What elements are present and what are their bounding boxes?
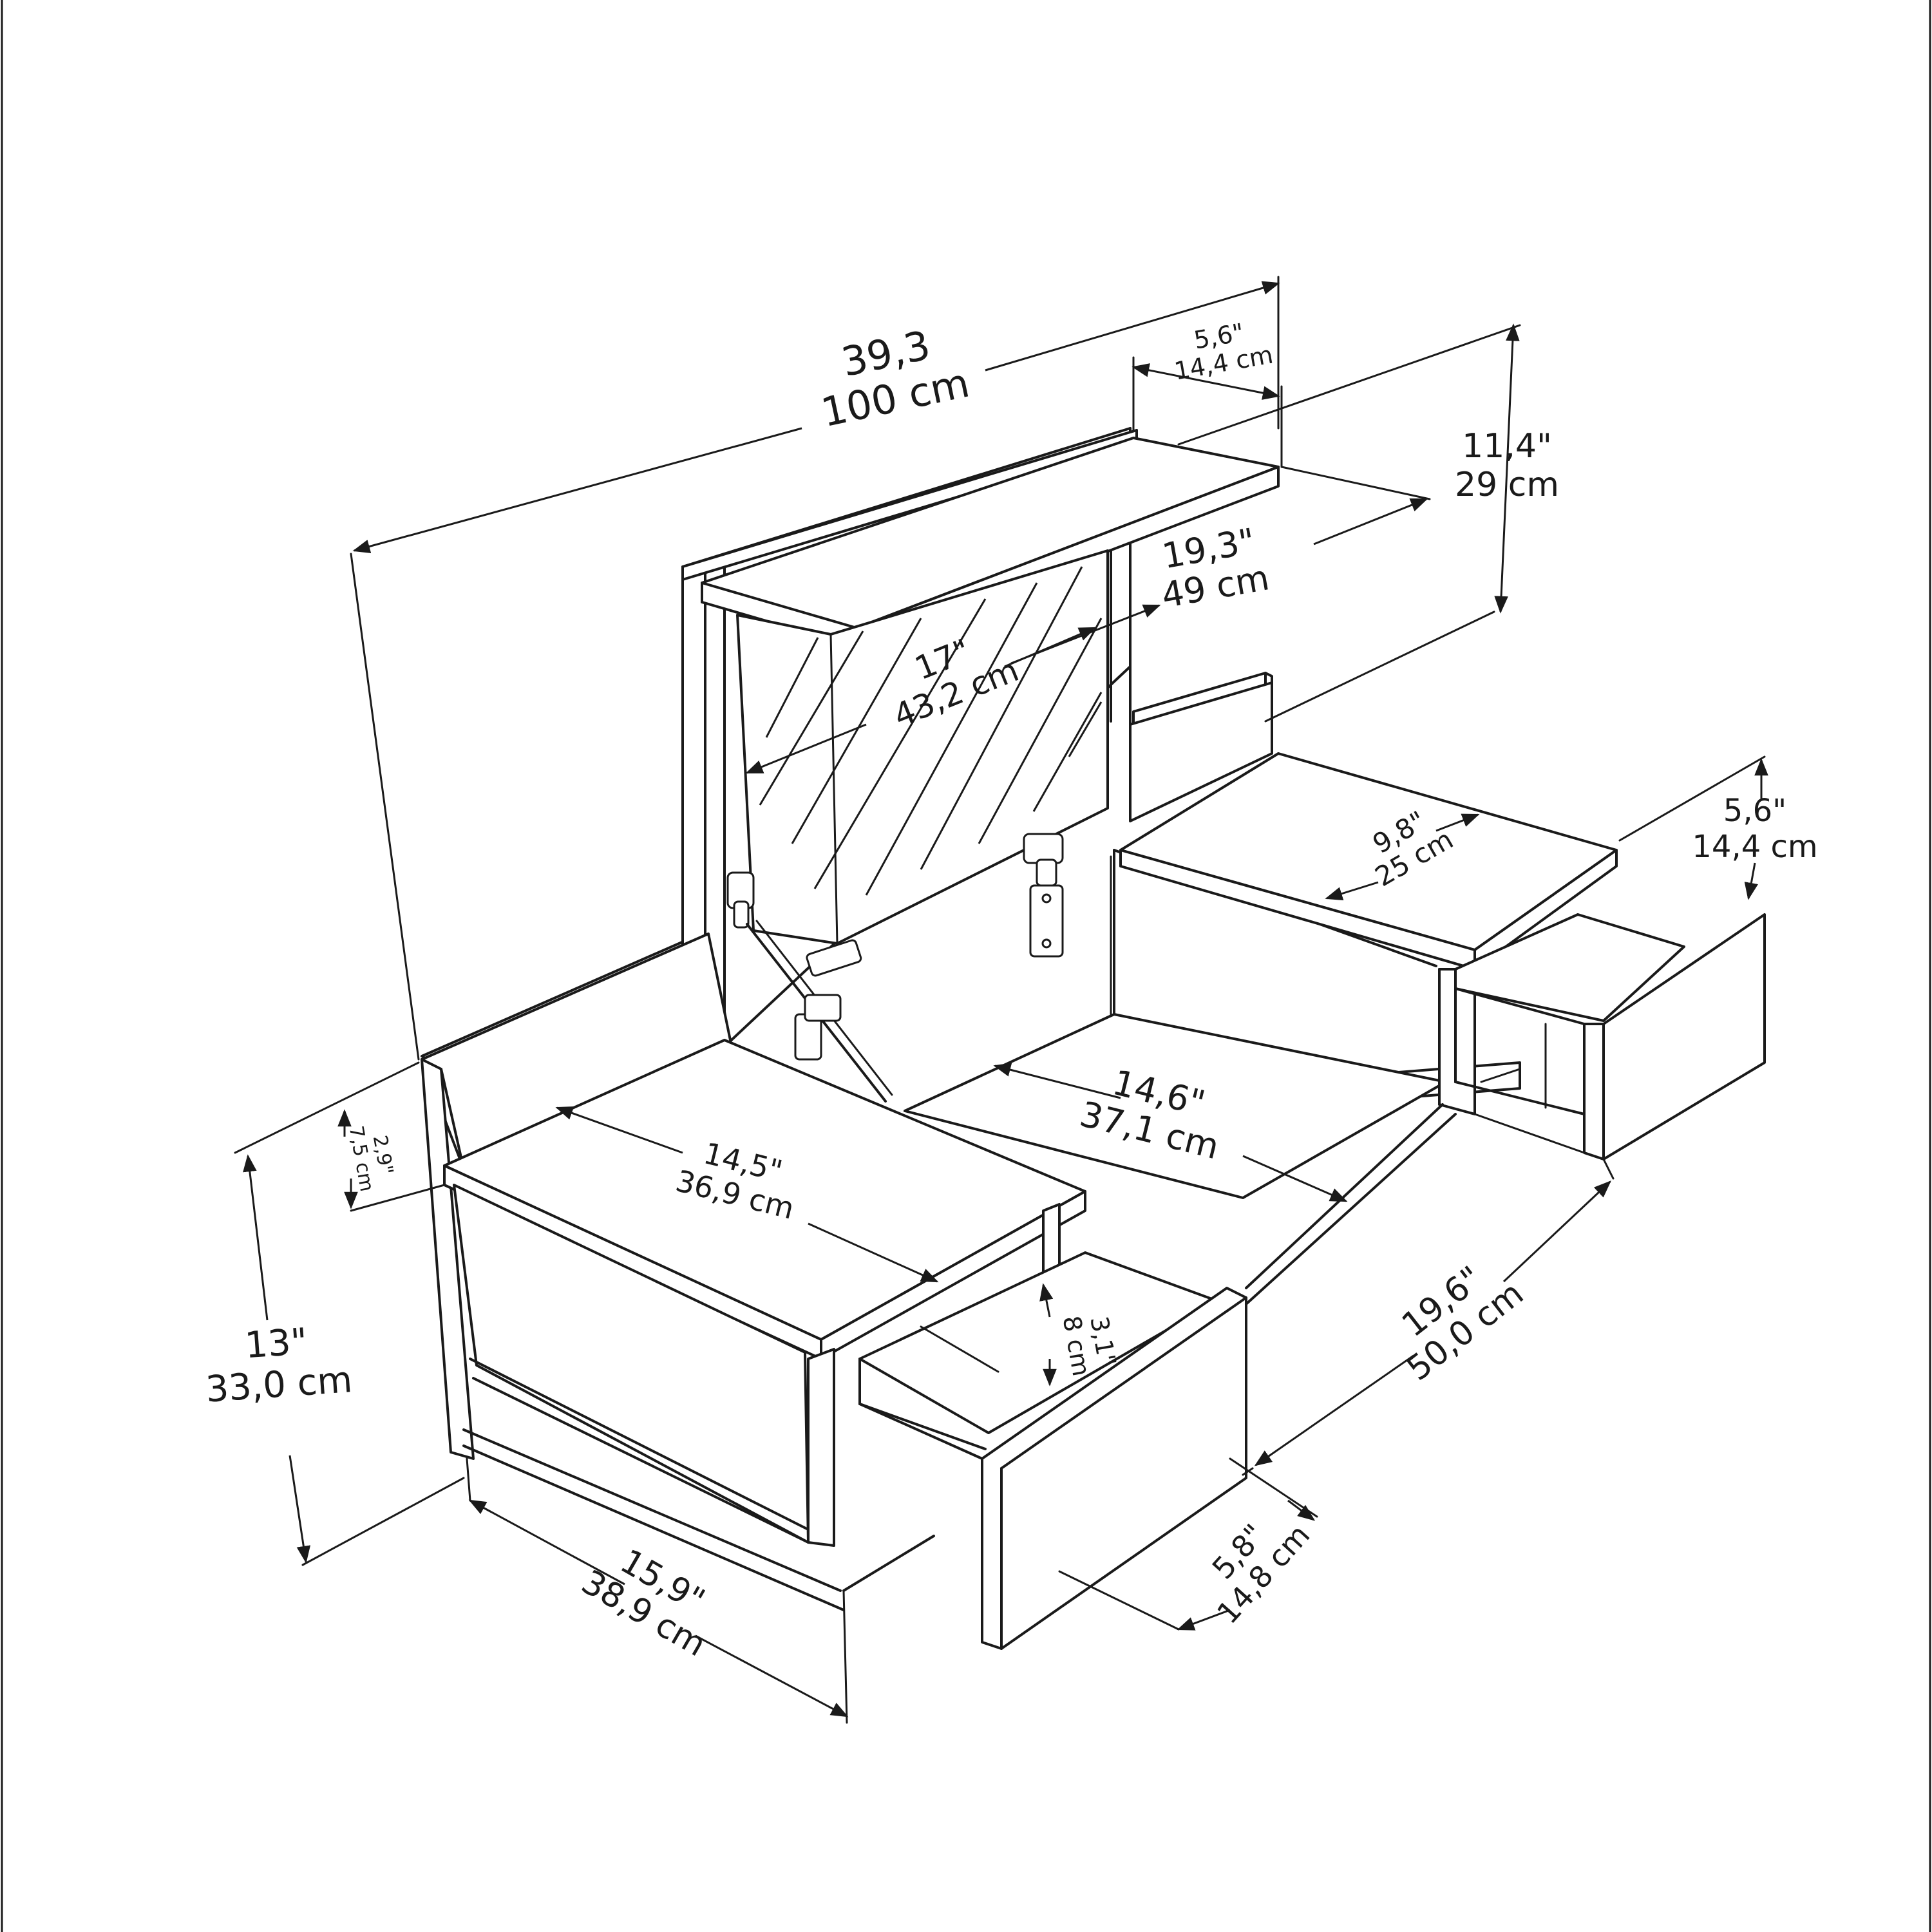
label-headboard-height-inch: 11,4" bbox=[1462, 427, 1552, 466]
right-drawer bbox=[1454, 913, 1766, 1160]
label-total-height-cm: 33,0 cm bbox=[204, 1359, 354, 1411]
left-side-table bbox=[443, 1039, 1086, 1611]
furniture-unit bbox=[421, 427, 1766, 1650]
hinge-bracket-right bbox=[1023, 833, 1064, 864]
label-top-thickness-cm: 7,5 cm bbox=[345, 1124, 378, 1193]
label-top-thickness: 2,9" 7,5 cm bbox=[345, 1124, 397, 1193]
label-headboard-height: 11,4" 29 cm bbox=[1455, 427, 1559, 504]
lid-hardware bbox=[726, 833, 1064, 1103]
label-right-drawer-height-cm: 14,4 cm bbox=[1692, 829, 1817, 865]
label-drawer-front-height: 5,8" 14,8 cm bbox=[1205, 1517, 1316, 1631]
label-shelf-depth-top: 5,6" 14,4 cm bbox=[1172, 318, 1275, 386]
label-headboard-height-cm: 29 cm bbox=[1455, 466, 1559, 504]
label-total-height: 13" 33,0 cm bbox=[204, 1321, 354, 1411]
label-right-drawer-height: 5,6" 14,4 cm bbox=[1692, 793, 1817, 865]
label-overall-width: 39,3 100 cm bbox=[817, 321, 974, 436]
label-drawer-length: 19,6" 50,0 cm bbox=[1395, 1259, 1531, 1388]
dimension-lines bbox=[234, 276, 1768, 1724]
left-drawer bbox=[858, 1103, 1457, 1650]
label-right-drawer-height-inch: 5,6" bbox=[1723, 793, 1786, 829]
right-back-rail bbox=[1129, 672, 1273, 822]
mirror-panel bbox=[736, 549, 1109, 945]
label-shelf-length: 19,3" 49 cm bbox=[1159, 520, 1273, 616]
label-total-height-inch: 13" bbox=[243, 1321, 308, 1367]
